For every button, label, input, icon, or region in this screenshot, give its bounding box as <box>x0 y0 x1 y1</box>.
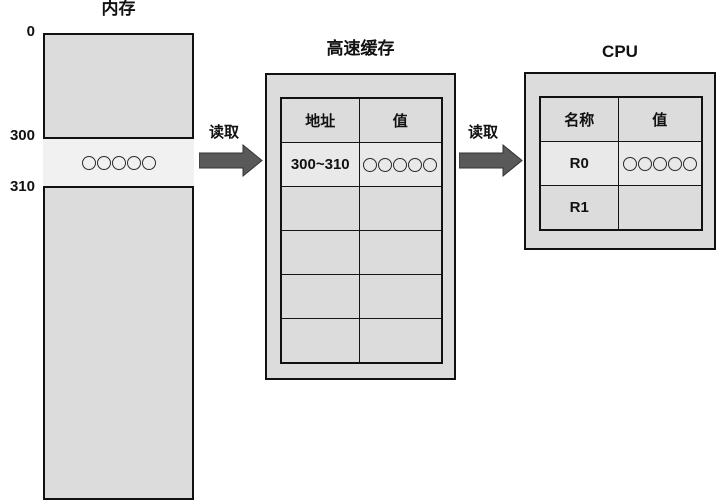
value-circle <box>81 155 96 170</box>
cpu-header-name: 名称 <box>539 96 619 142</box>
memory-address-label-0: 0 <box>26 23 35 40</box>
value-circle <box>652 156 667 171</box>
value-circle <box>667 156 682 171</box>
right-arrow-icon <box>199 144 263 177</box>
cache-row <box>280 318 443 364</box>
cache-header-address: 地址 <box>280 97 360 143</box>
memory-highlighted-block <box>43 137 194 188</box>
cache-cell-address <box>280 274 360 319</box>
cache-cell-address <box>280 230 360 275</box>
cache-row <box>280 274 443 319</box>
value-circle <box>111 155 126 170</box>
value-circle <box>682 156 697 171</box>
value-circle <box>378 157 393 172</box>
value-circle <box>423 157 438 172</box>
cache-cell-value <box>358 142 443 187</box>
value-circle <box>408 157 423 172</box>
cpu-title: CPU <box>602 42 638 61</box>
cpu-cell-register-value <box>617 185 703 231</box>
cache-table: 地址 值 300~310 <box>280 97 443 364</box>
value-circle <box>141 155 156 170</box>
cache-header-row: 地址 值 <box>280 97 443 143</box>
cache-cell-value <box>358 186 443 231</box>
value-circle <box>126 155 141 170</box>
cache-title: 高速缓存 <box>326 39 395 58</box>
cache-cell-address: 300~310 <box>280 142 360 187</box>
cpu-header-value: 值 <box>617 96 703 142</box>
cache-row <box>280 186 443 231</box>
cache-row: 300~310 <box>280 142 443 187</box>
cpu-cell-register-name: R0 <box>539 141 619 186</box>
value-circle <box>363 157 378 172</box>
cache-cell-value <box>358 230 443 275</box>
value-circle <box>637 156 652 171</box>
cache-cell-address <box>280 186 360 231</box>
cpu-cell-register-name: R1 <box>539 185 619 231</box>
value-circle <box>622 156 637 171</box>
memory-value-circles <box>81 155 156 170</box>
cpu-register-table: 名称 值 R0 R1 <box>539 96 703 231</box>
cpu-cell-register-value <box>617 141 703 186</box>
right-arrow-icon <box>459 144 523 177</box>
cache-header-value: 值 <box>358 97 443 143</box>
memory-address-label-310: 310 <box>9 178 35 195</box>
value-circle <box>96 155 111 170</box>
memory-address-label-300: 300 <box>9 127 35 144</box>
cache-cell-value <box>358 274 443 319</box>
read-arrow-label-1: 读取 <box>208 124 239 141</box>
read-arrow-label-2: 读取 <box>467 124 498 141</box>
cache-value-circles <box>360 157 441 172</box>
cache-cell-address <box>280 318 360 364</box>
cache-row <box>280 230 443 275</box>
memory-title: 内存 <box>101 0 136 18</box>
cpu-value-circles <box>619 156 701 171</box>
memory-box <box>43 33 194 500</box>
cpu-register-row: R0 <box>539 141 703 186</box>
value-circle <box>393 157 408 172</box>
cache-cell-value <box>358 318 443 364</box>
cpu-header-row: 名称 值 <box>539 96 703 142</box>
cpu-register-row: R1 <box>539 185 703 231</box>
